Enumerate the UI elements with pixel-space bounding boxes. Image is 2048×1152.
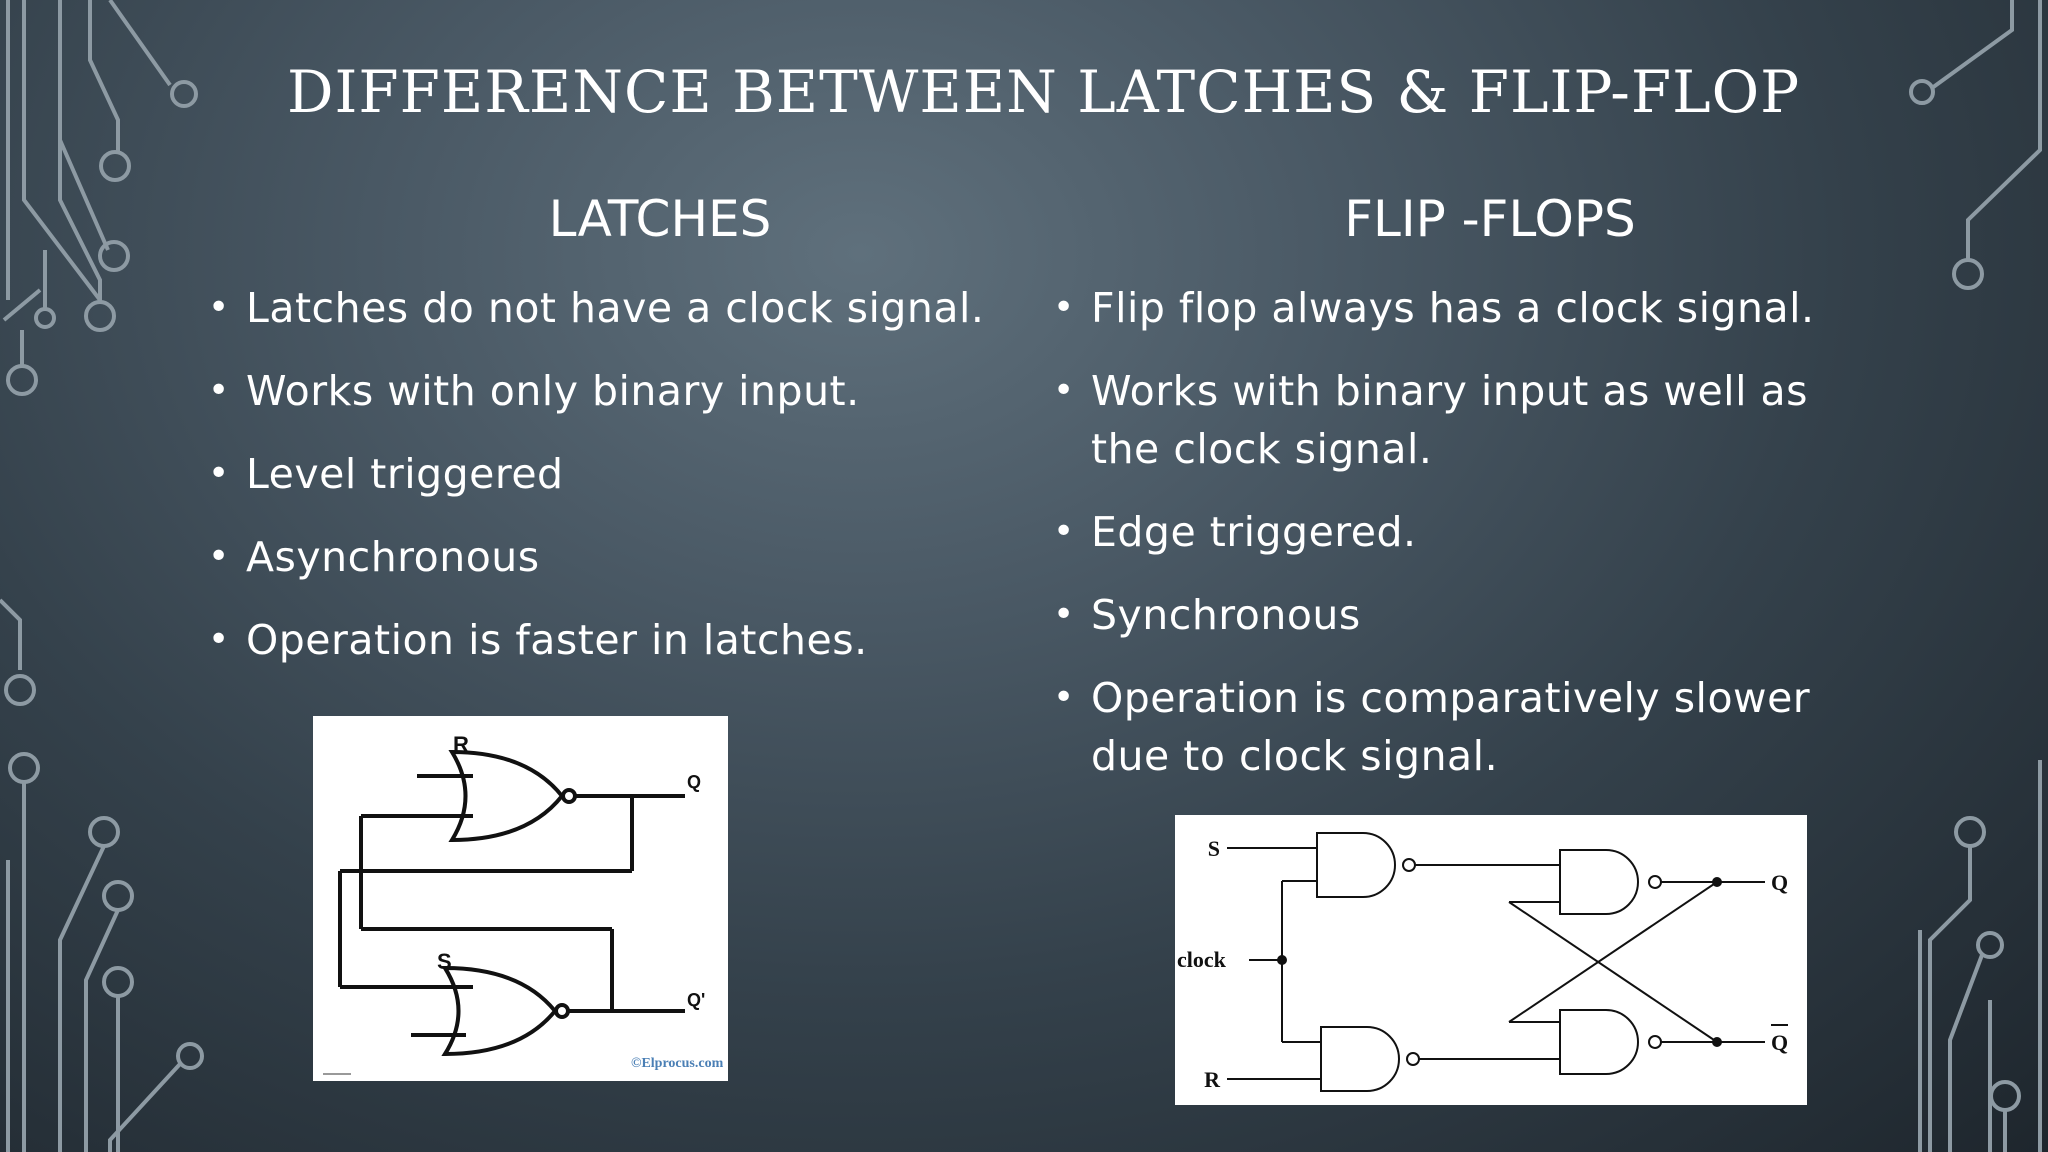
credit-watermark: ©Elprocus.com [631, 1056, 724, 1071]
latches-heading: LATCHES [548, 190, 772, 248]
label-q-prime: Q' [687, 990, 705, 1010]
list-item: Operation is comparatively slower due to… [1053, 669, 1833, 785]
label-q: Q [687, 772, 701, 792]
flipflops-heading: FLIP -FLOPS [1344, 190, 1636, 248]
label-r: R [1204, 1067, 1221, 1092]
nor-gate-bottom [441, 965, 558, 1057]
nand-gate-output-bottom [1559, 1009, 1639, 1075]
sr-latch-nor-diagram: R S Q Q' ©Elprocus.com [313, 716, 728, 1081]
inversion-bubble-bottom [554, 1003, 570, 1019]
label-q-bar: Q [1771, 1030, 1788, 1055]
nand-gate-input-bottom [1320, 1026, 1400, 1092]
nand-gate-input-top [1316, 832, 1396, 898]
list-item: Latches do not have a clock signal. [208, 279, 1008, 337]
label-r: R [453, 732, 469, 757]
list-item: Operation is faster in latches. [208, 611, 1008, 669]
list-item: Works with binary input as well as the c… [1053, 362, 1833, 478]
label-clock: clock [1177, 947, 1227, 972]
nand-gate-output-top [1559, 849, 1639, 915]
list-item: Flip flop always has a clock signal. [1053, 279, 1833, 337]
list-item: Level triggered [208, 445, 1008, 503]
list-item: Asynchronous [208, 528, 1008, 586]
label-q: Q [1771, 870, 1788, 895]
slide-title: DIFFERENCE BETWEEN LATCHES & FLIP-FLOP [287, 58, 1801, 126]
label-s: S [1208, 836, 1220, 861]
nor-gate-top [448, 749, 565, 843]
list-item: Works with only binary input. [208, 362, 1008, 420]
list-item: Synchronous [1053, 586, 1833, 644]
inversion-bubble-top [561, 788, 577, 804]
flipflops-bullet-list: Flip flop always has a clock signal. Wor… [1053, 279, 1833, 810]
latches-bullet-list: Latches do not have a clock signal. Work… [208, 279, 1008, 694]
label-s: S [437, 949, 452, 974]
list-item: Edge triggered. [1053, 503, 1833, 561]
clocked-sr-flipflop-diagram: S clock R Q Q [1175, 815, 1807, 1105]
